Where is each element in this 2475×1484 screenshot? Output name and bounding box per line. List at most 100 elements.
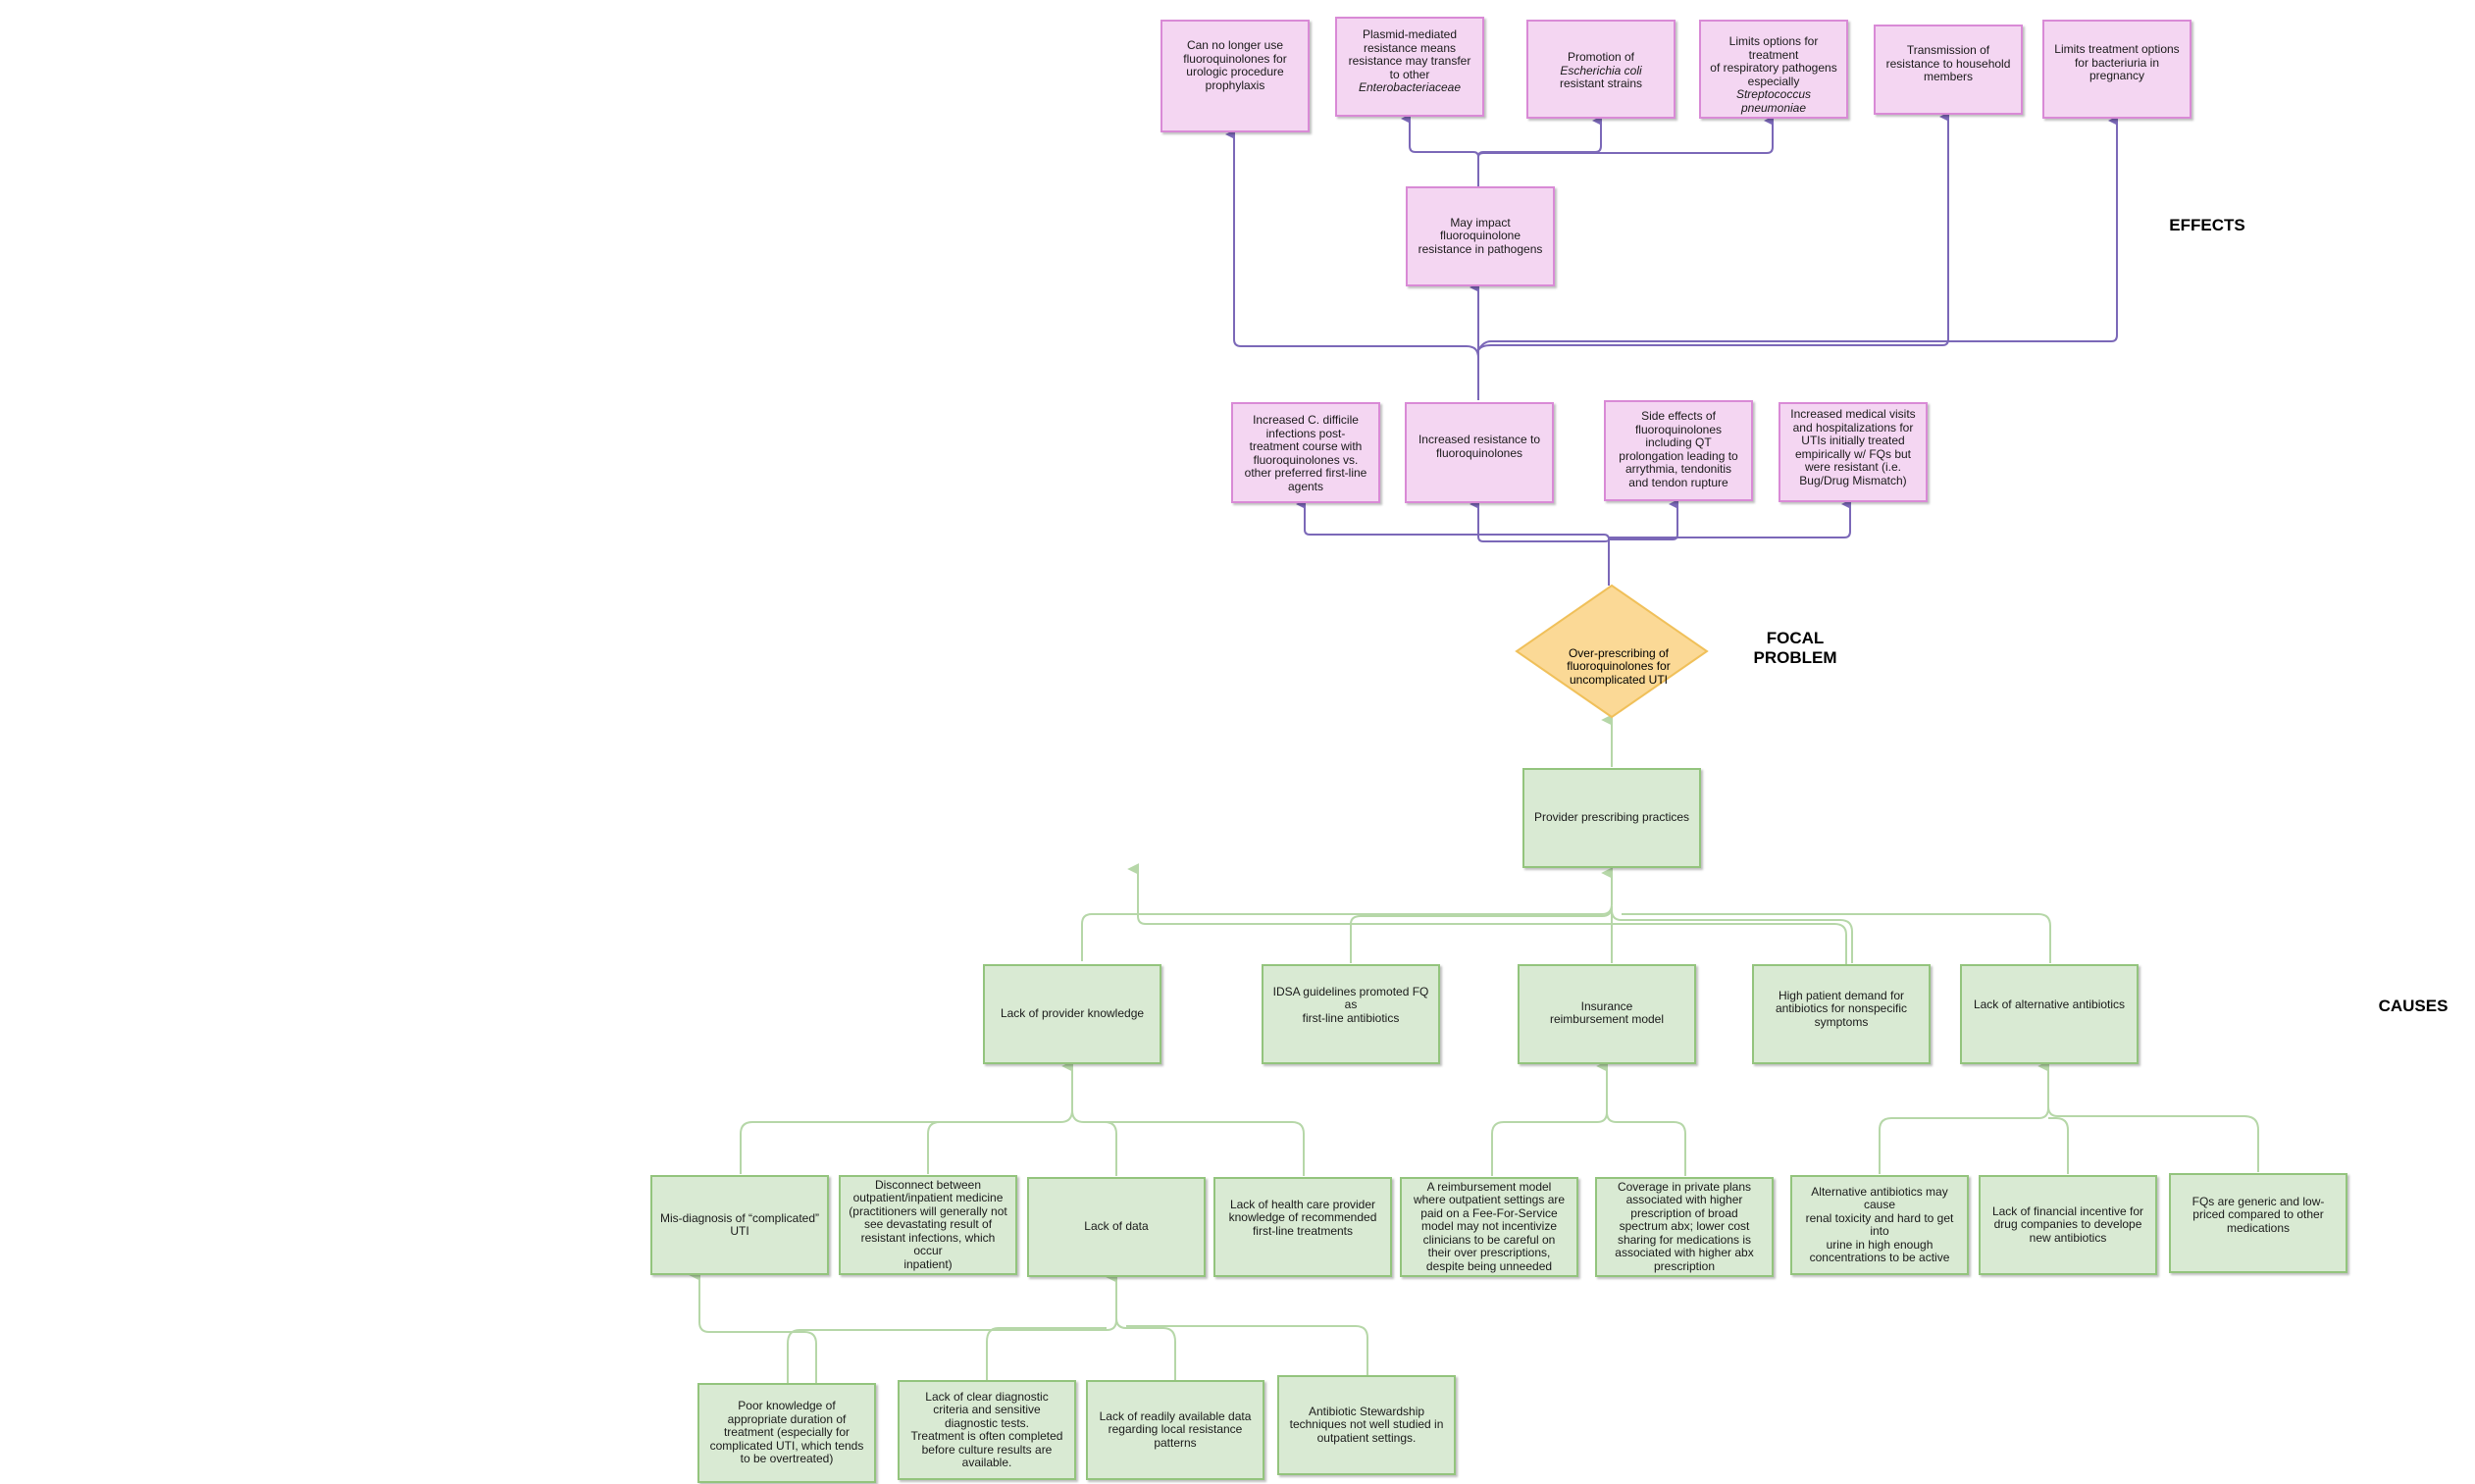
text-line: resistant infections, which occur <box>860 1230 996 1258</box>
cause-misdiagnosis: Mis-diagnosis of “complicated” UTI <box>650 1175 829 1275</box>
text-line: renal toxicity and hard to get into <box>1805 1210 1954 1238</box>
connector-idsa-to-practices <box>1350 905 1613 963</box>
text-line: Limits treatment options <box>2054 42 2180 56</box>
cause-financial-incentive: Lack of financial incentive for drug com… <box>1979 1175 2157 1275</box>
text-line: despite being unneeded <box>1425 1258 1553 1273</box>
text-line: patterns <box>1154 1435 1197 1450</box>
cause-hcp-knowledge-first-line: Lack of health care provider knowledge o… <box>1213 1177 1392 1277</box>
text-line: first-line treatments <box>1252 1223 1353 1238</box>
text-line: medications <box>2226 1220 2290 1235</box>
text-line: sharing for medications is <box>1617 1232 1752 1247</box>
text-line: urologic procedure <box>1186 65 1284 78</box>
text-line: antibiotics for nonspecific <box>1775 1001 1908 1016</box>
connector-coverage-to-insurance <box>1606 1111 1686 1176</box>
text-line: prescription <box>1653 1258 1715 1273</box>
text-line: including QT <box>1645 435 1712 449</box>
effect-text: May impact fluoroquinolone resistance in… <box>1418 216 1543 257</box>
connector-middle-to-plasmid <box>1401 114 1479 186</box>
focal-problem-text: Over-prescribing of fluoroquinolones for… <box>1516 618 1722 716</box>
cause-connectors <box>689 714 2259 1383</box>
text-line: Bug/Drug Mismatch) <box>1799 473 1907 487</box>
effect-urologic-prophylaxis: Can no longer use fluoroquinolones for u… <box>1160 20 1310 132</box>
text-line: A reimbursement model <box>1426 1179 1552 1194</box>
text-line: Lack of financial incentive for <box>1991 1203 2144 1218</box>
text-line: members <box>1923 70 1973 83</box>
connector-demand-loop <box>1127 863 1847 971</box>
text-line: see devastating result of <box>863 1217 993 1232</box>
text-line: clinicians to be careful on <box>1422 1232 1556 1247</box>
connector-demand-to-practices <box>1611 909 1853 963</box>
text-line: their over prescriptions, <box>1427 1246 1551 1260</box>
text-line: fluoroquinolones for <box>1567 659 1671 674</box>
effect-c-difficile: Increased C. difficile infections post- … <box>1231 402 1380 503</box>
text-line: IDSA guidelines promoted FQ as <box>1272 984 1429 1012</box>
text-line: associated with higher <box>1625 1193 1743 1207</box>
cause-idsa-guidelines: IDSA guidelines promoted FQ as first-lin… <box>1262 964 1440 1064</box>
cause-treatment-duration: Poor knowledge of appropriate duration o… <box>697 1383 876 1483</box>
text-line: Mis-diagnosis of “complicated” <box>659 1210 820 1225</box>
text-line: Alternative antibiotics may cause <box>1811 1184 1948 1211</box>
text-line: Lack of clear diagnostic <box>925 1389 1049 1404</box>
text-line: symptoms <box>1814 1014 1869 1029</box>
text-line: uncomplicated UTI <box>1569 672 1669 687</box>
text-line: Increased medical visits <box>1790 407 1916 421</box>
effect-pathogen-resistance: May impact fluoroquinolone resistance in… <box>1406 186 1555 286</box>
connector-middle-to-strep <box>1477 116 1774 158</box>
focal-problem-label: FOCAL PROBLEM <box>1753 629 1837 667</box>
effect-text: Limits options for treatment of respirat… <box>1707 34 1840 115</box>
text-line: first-line antibiotics <box>1302 1010 1400 1025</box>
text-line: resistance in pathogens <box>1418 241 1543 256</box>
text-line: resistant strains <box>1559 77 1643 90</box>
cause-lack-provider-knowledge: Lack of provider knowledge <box>983 964 1161 1064</box>
text-line: resistance means <box>1363 40 1457 55</box>
connector-stewardship-to-data <box>1126 1325 1368 1375</box>
text-line: model may not incentivize <box>1420 1219 1558 1234</box>
text-line: criteria and sensitive <box>933 1403 1041 1416</box>
text-line: diagnostic tests. <box>944 1415 1030 1430</box>
text-line: Over-prescribing of <box>1568 645 1670 660</box>
text-line: techniques not well studied in <box>1289 1417 1444 1432</box>
text-line: Lack of alternative antibiotics <box>1973 998 2126 1012</box>
effect-text: Limits treatment options for bacteriuria… <box>2054 42 2180 83</box>
text-line: to be overtreated) <box>740 1452 834 1466</box>
text-line: where outpatient settings are <box>1413 1193 1566 1207</box>
cause-patient-demand: High patient demand for antibiotics for … <box>1752 964 1931 1064</box>
cause-diagnostic-criteria: Lack of clear diagnostic criteria and se… <box>898 1380 1076 1480</box>
text-line: treatment course with <box>1249 439 1363 453</box>
connector-misdiagnosis-to-knowledge <box>740 1060 1074 1174</box>
text-line: agents <box>1287 479 1324 493</box>
effect-text: Side effects of fluoroquinolones includi… <box>1619 409 1737 489</box>
connector-renal-to-alternatives <box>1879 1060 2050 1174</box>
text-line: High patient demand for <box>1778 988 1905 1002</box>
text-line: Can no longer use <box>1186 38 1284 52</box>
text-line: fluoroquinolone <box>1439 229 1521 243</box>
effect-text: Promotion of Escherichia coli resistant … <box>1559 50 1643 91</box>
text-line: Transmission of <box>1906 43 1990 57</box>
connector-duration-to-misdiagnosis <box>689 1269 817 1383</box>
text-line: and tendon rupture <box>1628 475 1728 489</box>
cause-fee-for-service: A reimbursement model where outpatient s… <box>1400 1177 1578 1277</box>
cause-provider-prescribing-practices: Provider prescribing practices <box>1522 768 1701 868</box>
text-line: Disconnect between <box>874 1177 982 1192</box>
connector-focal-to-side-effects <box>1609 499 1678 540</box>
effect-household-transmission: Transmission of resistance to household … <box>1874 25 2023 115</box>
text-line: other preferred first-line <box>1244 466 1367 480</box>
effect-bacteriuria-pregnancy: Limits treatment options for bacteriuria… <box>2042 20 2191 119</box>
text-line: urine in high enough <box>1826 1237 1934 1252</box>
text-line: fluoroquinolones vs. <box>1253 452 1359 467</box>
connector-focal-to-direct <box>1296 499 1610 586</box>
cause-private-plan-coverage: Coverage in private plans associated wit… <box>1595 1177 1774 1277</box>
connector-feeforservice-to-insurance <box>1491 1060 1609 1176</box>
text-line: resistance to household <box>1885 56 2011 71</box>
cause-insurance-reimbursement: Insurance reimbursement model <box>1518 964 1696 1064</box>
effect-plasmid-transfer: Plasmid-mediated resistance means resist… <box>1335 17 1484 117</box>
text-line: Promotion of <box>1567 50 1635 64</box>
connector-focal-to-visits <box>1609 499 1851 538</box>
text-line: arrythmia, tendonitis <box>1624 462 1732 476</box>
text-line: empirically w/ FQs but <box>1794 446 1911 461</box>
cause-generic-low-priced: FQs are generic and low- priced compared… <box>2169 1173 2347 1273</box>
text-line: reimbursement model <box>1549 1012 1665 1026</box>
text-line: pregnancy <box>2088 69 2145 82</box>
cause-antibiotic-stewardship: Antibiotic Stewardship techniques not we… <box>1277 1375 1456 1475</box>
